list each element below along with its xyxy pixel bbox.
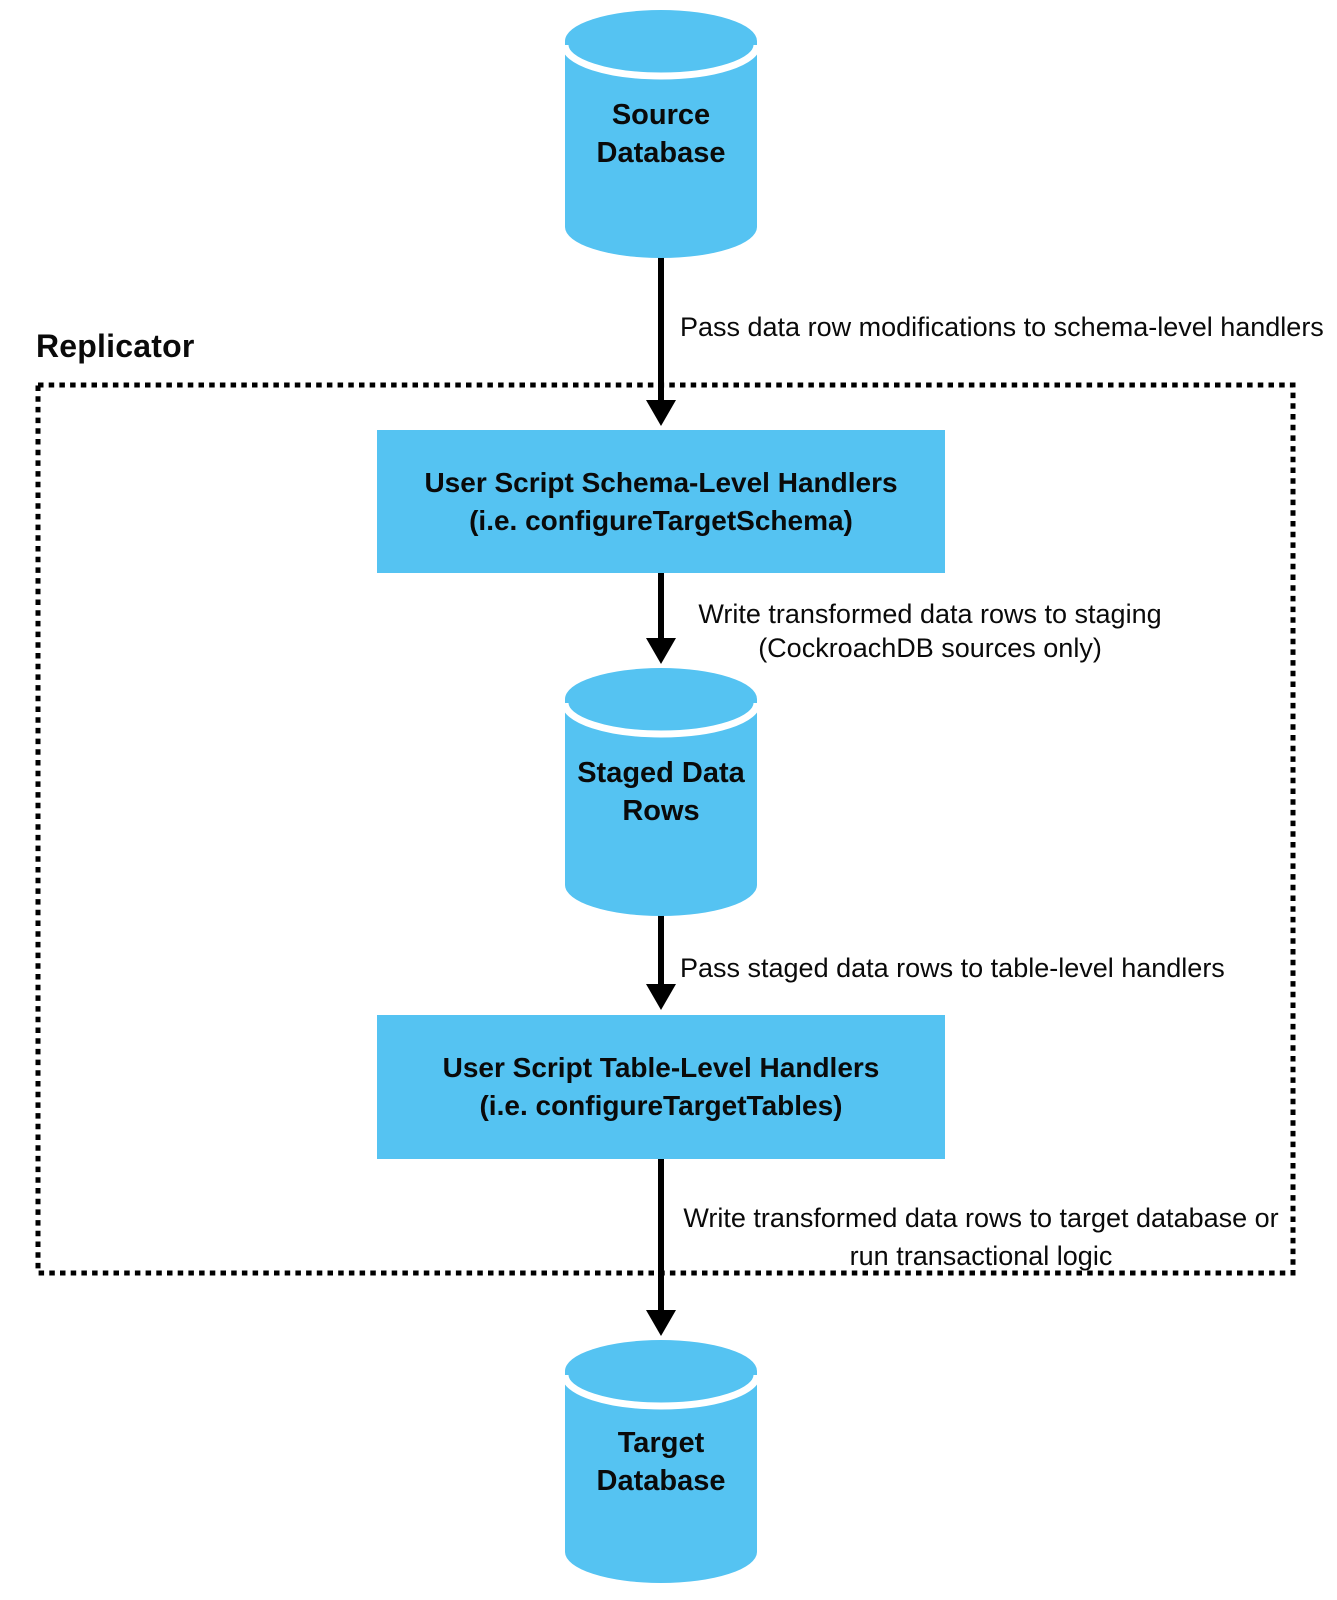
source-database-label-line2: Database	[596, 137, 726, 169]
edge-label-schema-to-staged: Write transformed data rows to staging (…	[680, 597, 1180, 665]
replicator-group-title: Replicator	[36, 328, 195, 364]
arrow-head-icon	[646, 984, 676, 1010]
arrow-staged-to-table	[646, 912, 676, 1010]
arrow-source-to-schema	[646, 252, 676, 426]
table-handlers-box	[377, 1015, 945, 1159]
staged-data-rows-label: Staged Data Rows	[565, 668, 757, 916]
source-database-cylinder	[561, 10, 761, 258]
target-database-label: Target Database	[565, 1340, 757, 1583]
arrow-schema-to-staged	[646, 570, 676, 664]
edge-label-table-to-target: Write transformed data rows to target da…	[674, 1199, 1288, 1275]
arrow-head-icon	[646, 1310, 676, 1336]
target-database-cylinder	[561, 1340, 761, 1583]
edge-label-source-to-schema: Pass data row modifications to schema-le…	[680, 312, 1324, 342]
cylinder-lid-highlight	[561, 1374, 761, 1410]
schema-handlers-label: User Script Schema-Level Handlers (i.e. …	[377, 430, 945, 573]
schema-handlers-label-line2: (i.e. configureTargetSchema)	[469, 504, 853, 536]
arrow-table-to-target	[646, 1156, 676, 1336]
target-database-label-line2: Database	[596, 1464, 726, 1497]
arrow-head-icon	[646, 638, 676, 664]
staged-data-rows-cylinder	[561, 668, 761, 916]
cylinder-lid-highlight	[561, 702, 761, 738]
source-database-label-line1: Source	[611, 99, 711, 131]
replicator-boundary	[35, 382, 1296, 1276]
source-database-label: Source Database	[565, 10, 757, 258]
schema-handlers-label-line1: User Script Schema-Level Handlers	[424, 466, 898, 498]
staged-data-rows-label-line2: Rows	[622, 795, 700, 827]
table-handlers-label-line2: (i.e. configureTargetTables)	[479, 1090, 843, 1121]
table-handlers-label: User Script Table-Level Handlers (i.e. c…	[377, 1015, 945, 1159]
target-database-label-line1: Target	[617, 1426, 705, 1459]
edge-label-line2: (CockroachDB sources only)	[758, 633, 1102, 663]
edge-label-staged-to-table: Pass staged data rows to table-level han…	[680, 953, 1225, 983]
edge-label-line2: run transactional logic	[849, 1241, 1113, 1271]
schema-handlers-box	[377, 430, 945, 573]
table-handlers-label-line1: User Script Table-Level Handlers	[442, 1052, 880, 1083]
edge-label-line1: Write transformed data rows to staging	[698, 599, 1162, 629]
edge-label-line1: Write transformed data rows to target da…	[683, 1203, 1279, 1233]
arrow-head-icon	[646, 400, 676, 426]
cylinder-lid-highlight	[561, 44, 761, 80]
staged-data-rows-label-line1: Staged Data	[577, 757, 745, 789]
